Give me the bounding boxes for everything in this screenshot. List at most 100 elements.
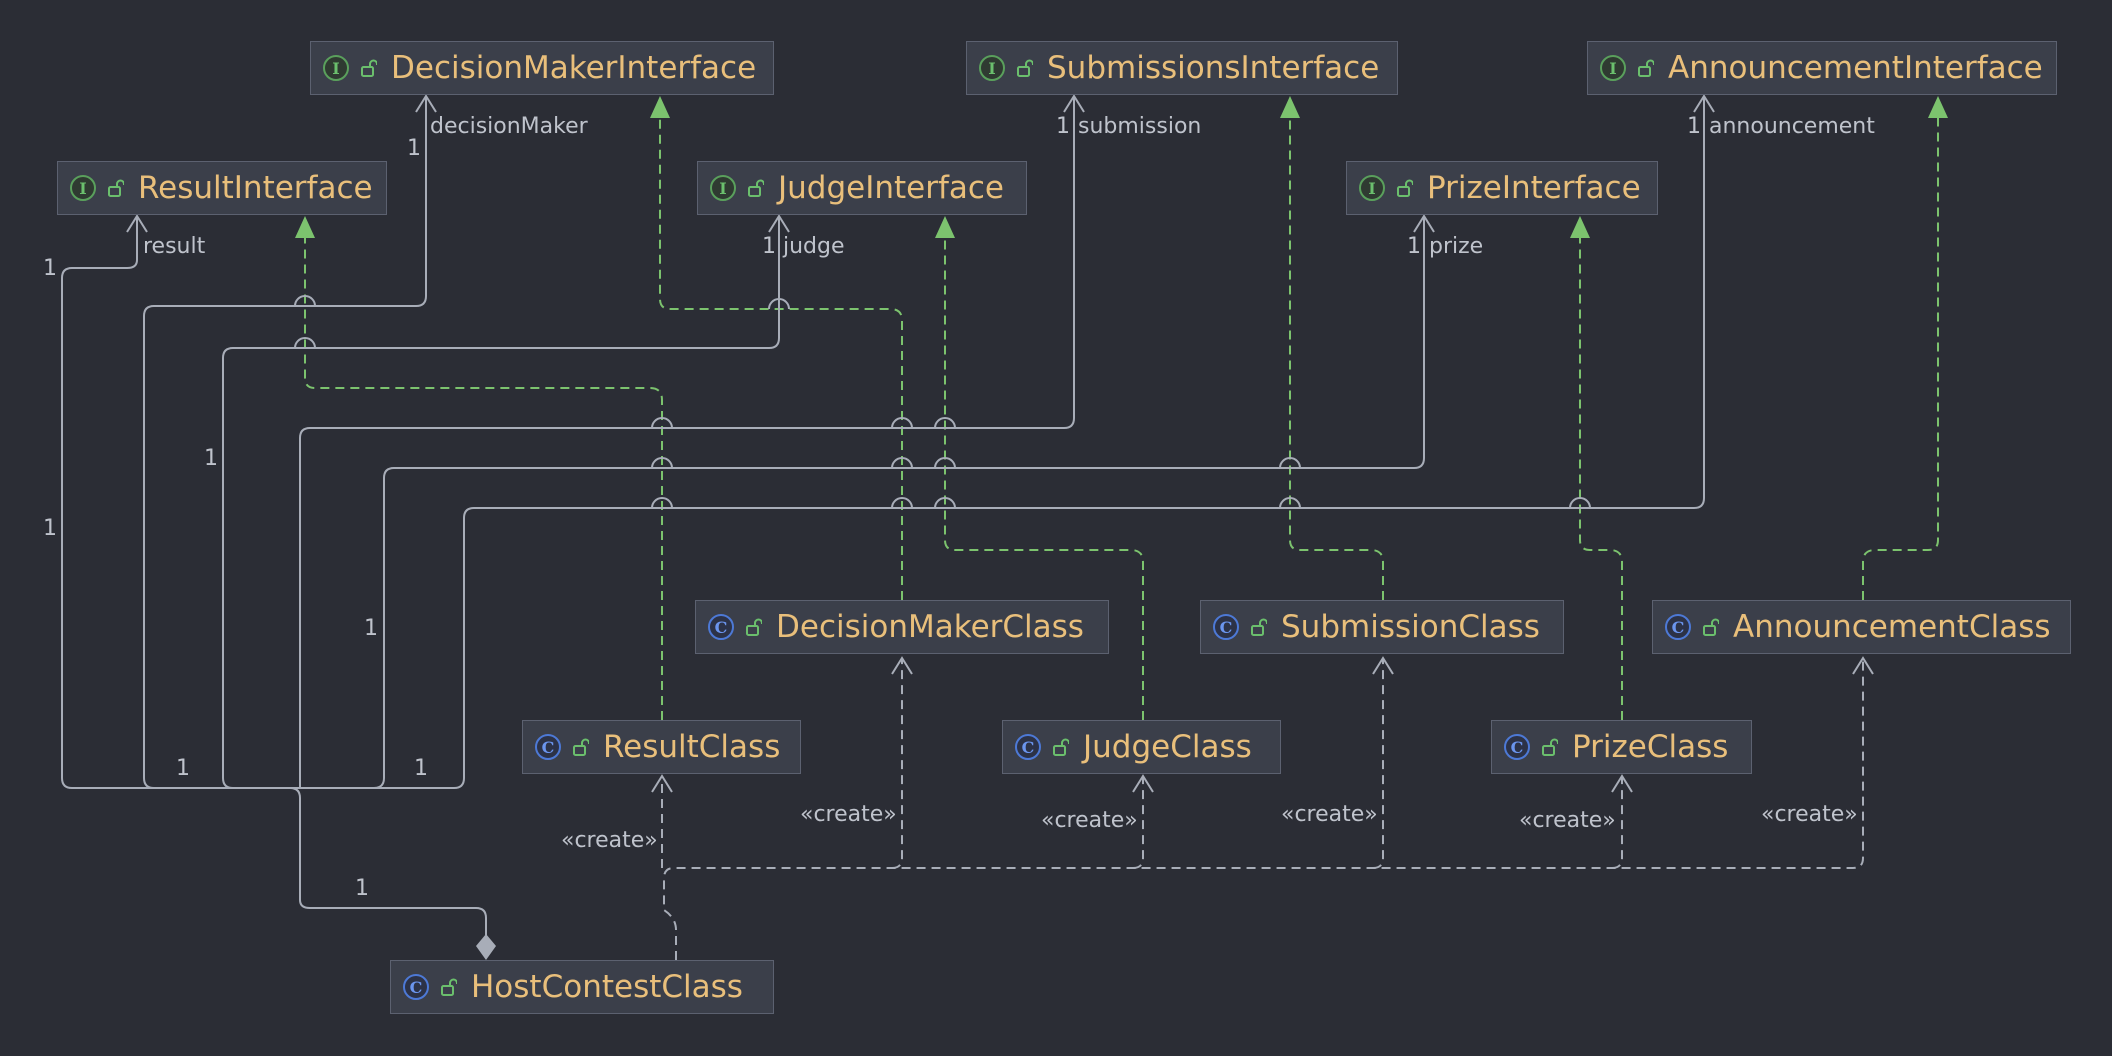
node-judge-class[interactable]: C JudgeClass [1002, 720, 1281, 774]
open-arrow-decisionmaker [415, 94, 437, 113]
role-label-judge: judge [783, 234, 845, 259]
create-label-announcement: «create» [1761, 802, 1858, 827]
realization-head-submissions [1280, 96, 1300, 118]
create-trunk [663, 660, 1864, 960]
node-prize-interface[interactable]: I PrizeInterface [1346, 161, 1658, 215]
open-lock-icon [361, 59, 377, 77]
create-label-result: «create» [561, 828, 658, 853]
node-announcement-class[interactable]: C AnnouncementClass [1652, 600, 2071, 654]
node-name: DecisionMakerClass [776, 609, 1084, 645]
multiplicity-label: 1 [1407, 234, 1421, 259]
create-label-prize: «create» [1519, 808, 1616, 833]
node-name: ResultInterface [138, 170, 373, 206]
node-announcement-interface[interactable]: I AnnouncementInterface [1587, 41, 2057, 95]
realization-announcement [1862, 112, 1939, 600]
realization-head-decisionmaker [650, 96, 670, 118]
dependency-arrowheads [651, 656, 1874, 793]
role-label-submission: submission [1078, 114, 1202, 139]
multiplicity-label: 1 [1056, 114, 1070, 139]
open-arrow-judge [768, 214, 790, 233]
interface-badge-icon: I [979, 55, 1005, 81]
class-badge-icon: C [403, 974, 429, 1000]
association-prize [300, 218, 1425, 789]
multiplicity-label: 1 [355, 876, 369, 901]
dependency-edges [661, 660, 1864, 960]
open-lock-icon [1397, 179, 1413, 197]
association-edges [61, 98, 1705, 935]
node-name: AnnouncementInterface [1668, 50, 2043, 86]
realization-judge [944, 232, 1144, 720]
node-name: PrizeInterface [1427, 170, 1641, 206]
multiplicity-label: 1 [1687, 114, 1701, 139]
class-badge-icon: C [1015, 734, 1041, 760]
multiplicity-label: 1 [407, 136, 421, 161]
realization-decisionmaker [659, 112, 903, 600]
node-name: PrizeClass [1572, 729, 1729, 765]
node-result-class[interactable]: C ResultClass [522, 720, 801, 774]
realization-edges [304, 112, 1939, 720]
node-name: HostContestClass [471, 969, 743, 1005]
node-submission-class[interactable]: C SubmissionClass [1200, 600, 1564, 654]
node-judge-interface[interactable]: I JudgeInterface [697, 161, 1027, 215]
interface-badge-icon: I [710, 175, 736, 201]
association-result [61, 218, 487, 935]
association-decisionmaker [143, 98, 427, 789]
create-submission [1372, 660, 1384, 869]
node-decisionmaker-interface[interactable]: I DecisionMakerInterface [310, 41, 774, 95]
realization-submission [1289, 112, 1384, 600]
node-submissions-interface[interactable]: I SubmissionsInterface [966, 41, 1398, 95]
create-judge [1132, 778, 1144, 869]
role-label-announcement: announcement [1709, 114, 1875, 139]
node-result-interface[interactable]: I ResultInterface [57, 161, 387, 215]
open-lock-icon [573, 738, 589, 756]
realization-arrowheads [295, 96, 1948, 238]
interface-badge-icon: I [1359, 175, 1385, 201]
open-lock-icon [1053, 738, 1069, 756]
create-label-decisionmaker: «create» [800, 802, 897, 827]
create-prize [1611, 778, 1623, 869]
open-lock-icon [441, 978, 457, 996]
node-name: AnnouncementClass [1733, 609, 2051, 645]
association-arrowheads [126, 94, 1715, 233]
create-decisionmaker [891, 660, 903, 869]
composition-diamond [476, 934, 496, 960]
node-name: ResultClass [603, 729, 781, 765]
open-lock-icon [748, 179, 764, 197]
node-name: JudgeInterface [778, 170, 1005, 206]
open-arrow-prize [1413, 214, 1435, 233]
role-label-result: result [143, 234, 206, 259]
open-lock-icon [1542, 738, 1558, 756]
multiplicity-label: 1 [43, 516, 57, 541]
role-label-prize: prize [1429, 234, 1484, 259]
node-decisionmaker-class[interactable]: C DecisionMakerClass [695, 600, 1109, 654]
interface-badge-icon: I [1600, 55, 1626, 81]
class-badge-icon: C [1213, 614, 1239, 640]
node-name: SubmissionClass [1281, 609, 1540, 645]
multiplicity-label: 1 [176, 756, 190, 781]
open-lock-icon [108, 179, 124, 197]
realization-prize [1579, 232, 1623, 720]
role-label-decisionmaker: decisionMaker [430, 114, 588, 139]
class-badge-icon: C [535, 734, 561, 760]
node-name: SubmissionsInterface [1047, 50, 1380, 86]
class-badge-icon: C [1665, 614, 1691, 640]
open-lock-icon [1703, 618, 1719, 636]
realization-head-result [295, 216, 315, 238]
open-arrow-result [126, 214, 148, 233]
open-lock-icon [1638, 59, 1654, 77]
open-lock-icon [1017, 59, 1033, 77]
interface-badge-icon: I [323, 55, 349, 81]
create-label-judge: «create» [1041, 808, 1138, 833]
multiplicity-label: 1 [762, 234, 776, 259]
node-hostcontest-class[interactable]: C HostContestClass [390, 960, 774, 1014]
realization-head-prize [1570, 216, 1590, 238]
class-badge-icon: C [708, 614, 734, 640]
open-arrow-announcement [1693, 94, 1715, 113]
open-arrow-submission [1063, 94, 1085, 113]
realization-head-judge [935, 216, 955, 238]
association-announcement [300, 98, 1705, 789]
interface-badge-icon: I [70, 175, 96, 201]
node-prize-class[interactable]: C PrizeClass [1491, 720, 1752, 774]
multiplicity-label: 1 [414, 756, 428, 781]
